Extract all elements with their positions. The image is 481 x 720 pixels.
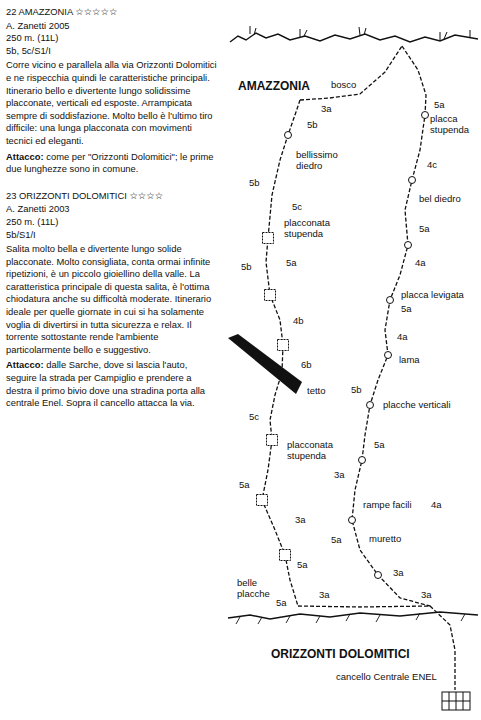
route-title: 23 ORIZZONTI DOLOMITICI ☆☆☆☆ bbox=[6, 190, 163, 201]
pitch-grade: 3a bbox=[392, 568, 405, 579]
access-note: cancello Centrale ENEL bbox=[335, 672, 438, 683]
text-row: 23 ORIZZONTI DOLOMITICI ☆☆☆☆ bbox=[6, 190, 220, 203]
route-length: 250 m. (11L) bbox=[6, 216, 58, 227]
route-line bbox=[352, 46, 430, 606]
pitch-grade: 4b bbox=[292, 316, 305, 327]
route-description: Salita molto bella e divertente lungo so… bbox=[6, 243, 211, 355]
pitch-grade: 4a bbox=[430, 500, 443, 511]
route-grade: 5b/S1/I bbox=[6, 229, 36, 240]
text-row: Salita molto bella e divertente lungo so… bbox=[6, 243, 220, 356]
terrain-note: bosco bbox=[330, 80, 357, 91]
pitch-grade: 5a bbox=[285, 258, 298, 269]
route-description: Corre vicino e parallela alla via Orizzo… bbox=[6, 59, 217, 146]
route-name: AMAZZONIA bbox=[237, 80, 311, 94]
gate-symbol bbox=[442, 692, 470, 710]
pitch-grade: 5b bbox=[240, 262, 253, 273]
pitch-grade: 5a bbox=[433, 100, 446, 111]
pitch-note: lama bbox=[398, 355, 421, 366]
tree-marks bbox=[250, 26, 470, 40]
text-row: 5b/S1/I bbox=[6, 229, 220, 242]
pitch-grade: 5b bbox=[248, 178, 261, 189]
access-heading: Attacco: bbox=[6, 151, 44, 162]
route-author: A. Zanetti 2005 bbox=[6, 20, 70, 31]
pitch-grade: 3a bbox=[318, 590, 331, 601]
pitch-note: placconata stupenda bbox=[283, 218, 347, 240]
pitch-grade: 3a bbox=[320, 104, 333, 115]
pitch-grade: 5a bbox=[238, 480, 251, 491]
text-row: 5b, 5c/S1/I bbox=[6, 45, 220, 58]
text-row: 22 AMAZZONIA ☆☆☆☆☆ bbox=[6, 6, 220, 19]
pitch-grade: 4c bbox=[426, 160, 438, 171]
pitch-note: placca levigata bbox=[400, 290, 465, 301]
text-row: 250 m. (11L) bbox=[6, 32, 220, 45]
pitch-grade: 5a bbox=[373, 440, 386, 451]
pitch-grade: 3a bbox=[294, 515, 307, 526]
pitch-note: placche verticali bbox=[382, 400, 452, 411]
route-title: 22 AMAZZONIA ☆☆☆☆☆ bbox=[6, 6, 117, 17]
text-row: A. Zanetti 2003 bbox=[6, 203, 220, 216]
pitch-grade: 3a bbox=[333, 470, 346, 481]
pitch-note: placconata stupenda bbox=[286, 440, 350, 462]
pitch-note: bellissimo diedro bbox=[295, 150, 347, 172]
pitch-note: muretto bbox=[368, 534, 402, 545]
pitch-grade: 4a bbox=[414, 258, 427, 269]
pitch-grade: 5b bbox=[306, 120, 319, 131]
belay-symbols bbox=[257, 112, 429, 579]
text-column: 22 AMAZZONIA ☆☆☆☆☆A. Zanetti 2005250 m. … bbox=[6, 6, 220, 410]
pitch-note: belle placche bbox=[236, 578, 278, 600]
pitch-grade: 4a bbox=[396, 332, 409, 343]
ground-hatch bbox=[236, 613, 465, 624]
pitch-note: bel diedro bbox=[418, 194, 462, 205]
pitch-grade: 5c bbox=[248, 412, 260, 423]
route-length: 250 m. (11L) bbox=[6, 32, 58, 43]
pitch-grade: 5a bbox=[275, 598, 288, 609]
text-row: Corre vicino e parallela alla via Orizzo… bbox=[6, 59, 220, 147]
pitch-grade: 5a bbox=[296, 560, 309, 571]
text-row: Attacco:come per "Orizzonti Dolomitici";… bbox=[6, 151, 220, 176]
pitch-grade: 5b bbox=[350, 385, 363, 396]
pitch-grade: 5c bbox=[291, 202, 303, 213]
ground-line bbox=[228, 612, 478, 619]
pitch-grade: 5a bbox=[418, 224, 431, 235]
pitch-grade: 6b bbox=[300, 360, 313, 371]
pitch-grade: 5a bbox=[400, 304, 413, 315]
text-row: Attacco:dalle Sarche, dove si lascia l'a… bbox=[6, 359, 220, 409]
text-row: A. Zanetti 2005 bbox=[6, 20, 220, 33]
feature-note: tetto bbox=[306, 386, 327, 397]
roof-band bbox=[228, 334, 302, 394]
route-line bbox=[262, 100, 300, 606]
route-author: A. Zanetti 2003 bbox=[6, 203, 70, 214]
access-heading: Attacco: bbox=[6, 359, 44, 370]
text-row: 250 m. (11L) bbox=[6, 216, 220, 229]
pitch-grade: 3a bbox=[420, 590, 433, 601]
ridge-line bbox=[230, 33, 478, 42]
route-grade: 5b, 5c/S1/I bbox=[6, 45, 51, 56]
pitch-grade: 5a bbox=[330, 535, 343, 546]
route-name: ORIZZONTI DOLOMITICI bbox=[270, 648, 411, 662]
pitch-note: placca stupenda bbox=[429, 114, 477, 136]
pitch-note: rampe facili bbox=[362, 500, 413, 511]
route-line bbox=[300, 46, 402, 100]
